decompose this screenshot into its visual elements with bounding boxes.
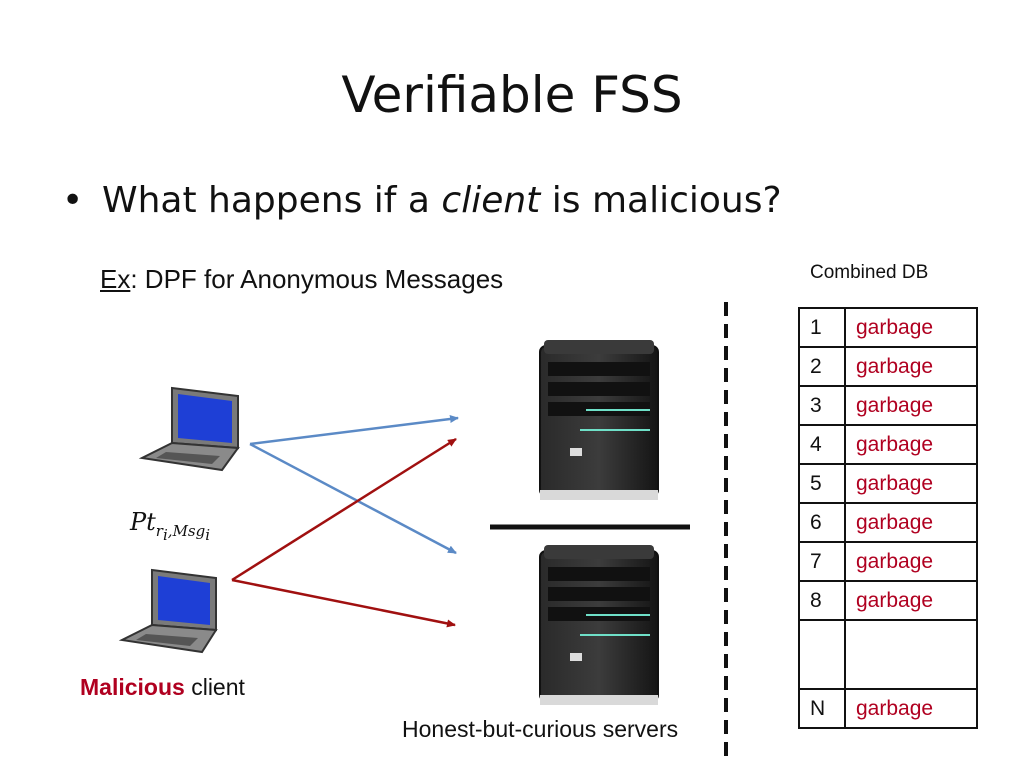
- db-index-cell: 6: [798, 502, 846, 543]
- malicious-client-label: Malicious client: [80, 674, 245, 701]
- laptop-icon: [118, 568, 218, 654]
- client-point-function-label: Ptri,Msgi: [130, 508, 210, 544]
- label-base: Pt: [130, 508, 156, 536]
- malicious-arrow-to-server-2: [231, 578, 456, 628]
- bullet-text-after: is malicious?: [540, 180, 782, 221]
- malicious-arrow-to-server-1: [231, 437, 457, 582]
- honest-arrow-to-server-2: [249, 442, 457, 555]
- db-label: Combined DB: [810, 262, 929, 283]
- db-value-cell: garbage: [844, 424, 978, 465]
- label-subsub: i: [162, 525, 168, 544]
- bullet-dot: •: [62, 180, 84, 221]
- laptop-icon: [138, 386, 240, 472]
- db-index-cell: 3: [798, 385, 846, 426]
- db-value-cell: [844, 619, 978, 690]
- server-icon: [539, 545, 659, 705]
- example-caption: Ex: DPF for Anonymous Messages: [100, 264, 503, 295]
- label-msgsub: i: [205, 525, 211, 544]
- db-value-cell: garbage: [844, 346, 978, 387]
- db-index-cell: 5: [798, 463, 846, 504]
- db-value-cell: garbage: [844, 541, 978, 582]
- db-row: [798, 619, 978, 690]
- db-index-cell: 8: [798, 580, 846, 621]
- db-index-cell: N: [798, 688, 846, 729]
- label-comma: ,: [167, 521, 173, 540]
- db-value-cell: garbage: [844, 688, 978, 729]
- db-index-cell: 7: [798, 541, 846, 582]
- example-prefix: Ex: [100, 264, 131, 294]
- honest-arrow-to-server-1: [249, 415, 459, 446]
- db-value-cell: garbage: [844, 502, 978, 543]
- db-value-cell: garbage: [844, 307, 978, 348]
- db-index-cell: [798, 619, 846, 690]
- example-text: : DPF for Anonymous Messages: [130, 264, 504, 294]
- db-value-cell: garbage: [844, 463, 978, 504]
- malicious-rest: client: [184, 674, 245, 700]
- bullet-emphasis: client: [441, 180, 541, 221]
- server-icon: [539, 340, 659, 500]
- db-index-cell: 1: [798, 307, 846, 348]
- db-index-cell: 4: [798, 424, 846, 465]
- servers-label: Honest-but-curious servers: [402, 716, 679, 742]
- label-msg: Msg: [172, 521, 206, 540]
- bullet-text-before: What happens if a: [102, 180, 442, 221]
- slide-title: Verifiable FSS: [341, 66, 683, 124]
- bullet-question: • What happens if a client is malicious?: [62, 180, 782, 221]
- db-index-cell: 2: [798, 346, 846, 387]
- db-value-cell: garbage: [844, 580, 978, 621]
- db-value-cell: garbage: [844, 385, 978, 426]
- malicious-word: Malicious: [80, 674, 185, 700]
- label-sub: r: [155, 521, 163, 540]
